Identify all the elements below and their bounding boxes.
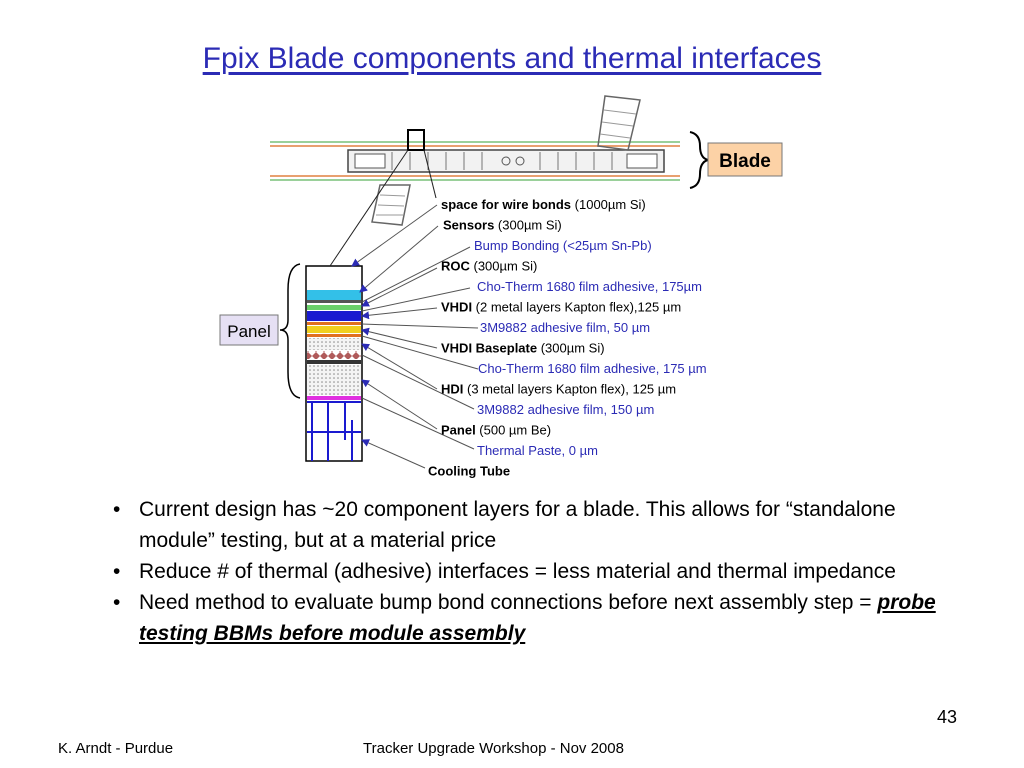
layer-label: ROC (300µm Si) [441,259,537,274]
bullet-text: Reduce # of thermal (adhesive) interface… [139,560,896,583]
layer-detail: (300µm Si) [470,259,537,274]
panel-brace [279,263,301,399]
layer-name: Cooling Tube [428,464,510,479]
layer-label: space for wire bonds (1000µm Si) [441,197,646,212]
bullet-item: • Current design has ~20 component layers… [113,494,943,556]
layer-label: Thermal Paste, 0 µm [477,443,598,458]
panel-label-box [219,314,279,346]
bullet-text: Need method to evaluate bump bond connec… [139,591,878,614]
layer-detail: (500 µm Be) [476,423,551,438]
bullet-text: Current design has ~20 component layers … [139,498,896,552]
footer-author: K. Arndt - Purdue [58,740,174,757]
slide-number: 43 [937,707,958,727]
layer-name: Bump Bonding (<25µm Sn-Pb) [474,238,652,253]
footer-event: Tracker Upgrade Workshop - Nov 2008 [363,740,624,757]
slide-title: Fpix Blade components and thermal interf… [202,42,822,75]
layer-name: Sensors [443,218,494,233]
layer-label: VHDI (2 metal layers Kapton flex),125 µm [441,300,681,315]
layer-label: 3M9882 adhesive film, 150 µm [477,402,654,417]
bullet-item: • Need method to evaluate bump bond conne… [113,587,943,649]
bullet-item: • Reduce # of thermal (adhesive) interfac… [113,556,943,587]
layer-detail: (2 metal layers Kapton flex),125 µm [472,300,681,315]
bullet-glyph: • [113,560,121,583]
layer-name: ROC [441,259,471,274]
layer-name: VHDI [441,300,472,315]
layer-stack [305,265,363,462]
layer-detail: (300µm Si) [537,341,604,356]
layer-label: Cho-Therm 1680 film adhesive, 175 µm [478,361,707,376]
layer-label: Bump Bonding (<25µm Sn-Pb) [474,238,652,253]
layer-name: VHDI Baseplate [441,341,537,356]
layer-name: HDI [441,382,463,397]
layer-name: 3M9882 adhesive film, 50 µm [480,320,650,335]
blade-layer-diagram: Blade Panel [219,95,783,479]
layer-name: space for wire bonds [441,197,571,212]
layer-name: Thermal Paste, 0 µm [477,443,598,458]
layer-label: Sensors (300µm Si) [443,218,562,233]
layer-label: VHDI Baseplate (300µm Si) [441,341,605,356]
layer-label: Panel (500 µm Be) [441,423,551,438]
layer-labels: space for wire bonds (1000µm Si) Sensors … [428,197,707,479]
bullet-emphasis: probe testing BBMs before module assembl… [139,591,936,645]
layer-detail: (1000µm Si) [571,197,646,212]
layer-label: HDI (3 metal layers Kapton flex), 125 µm [441,382,676,397]
layer-label: Cooling Tube [428,464,510,479]
layer-name: 3M9882 adhesive film, 150 µm [477,402,654,417]
bullet-list: • Current design has ~20 component layers… [113,494,943,649]
bullet-glyph: • [113,498,121,521]
blade-label: Blade [719,151,771,172]
layer-name: Panel [441,423,476,438]
panel-label: Panel [227,322,270,341]
layer-name: Cho-Therm 1680 film adhesive, 175 µm [478,361,707,376]
layer-label: 3M9882 adhesive film, 50 µm [480,320,650,335]
blade-schematic [270,95,709,226]
bullet-glyph: • [113,591,121,614]
layer-name: Cho-Therm 1680 film adhesive, 175µm [477,279,702,294]
blade-label-box [707,142,783,177]
layer-detail: (300µm Si) [494,218,561,233]
layer-label: Cho-Therm 1680 film adhesive, 175µm [477,279,702,294]
leader-lines [329,149,479,469]
layer-detail: (3 metal layers Kapton flex), 125 µm [463,382,676,397]
